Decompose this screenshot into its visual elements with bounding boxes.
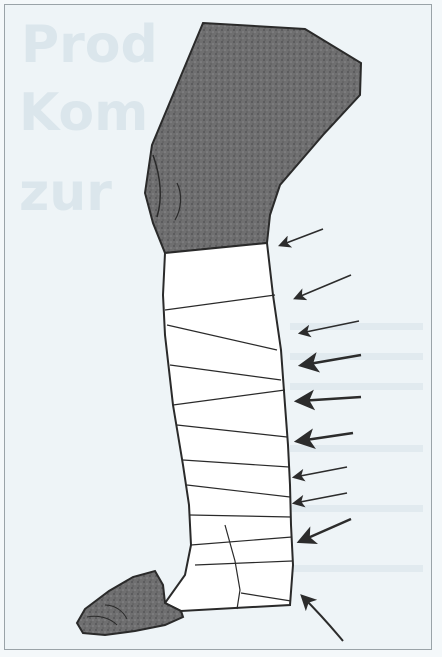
exposed-foot bbox=[77, 571, 183, 635]
pressure-arrow bbox=[299, 397, 361, 401]
pressure-arrow bbox=[303, 355, 361, 365]
thigh-stocking bbox=[145, 23, 361, 253]
leg-bandage-diagram bbox=[5, 5, 432, 650]
pressure-arrow bbox=[299, 433, 353, 441]
pressure-arrow bbox=[296, 275, 351, 298]
pressure-arrow bbox=[281, 229, 323, 245]
bandaged-lower-leg bbox=[163, 243, 293, 611]
pressure-arrow bbox=[301, 321, 359, 333]
pressure-arrow bbox=[295, 467, 347, 477]
pressure-arrow bbox=[303, 597, 343, 641]
figure-frame: Prod Kom zur bbox=[4, 4, 432, 650]
pressure-arrows bbox=[281, 229, 361, 641]
pressure-arrow bbox=[295, 493, 347, 503]
pressure-arrow bbox=[301, 519, 351, 541]
